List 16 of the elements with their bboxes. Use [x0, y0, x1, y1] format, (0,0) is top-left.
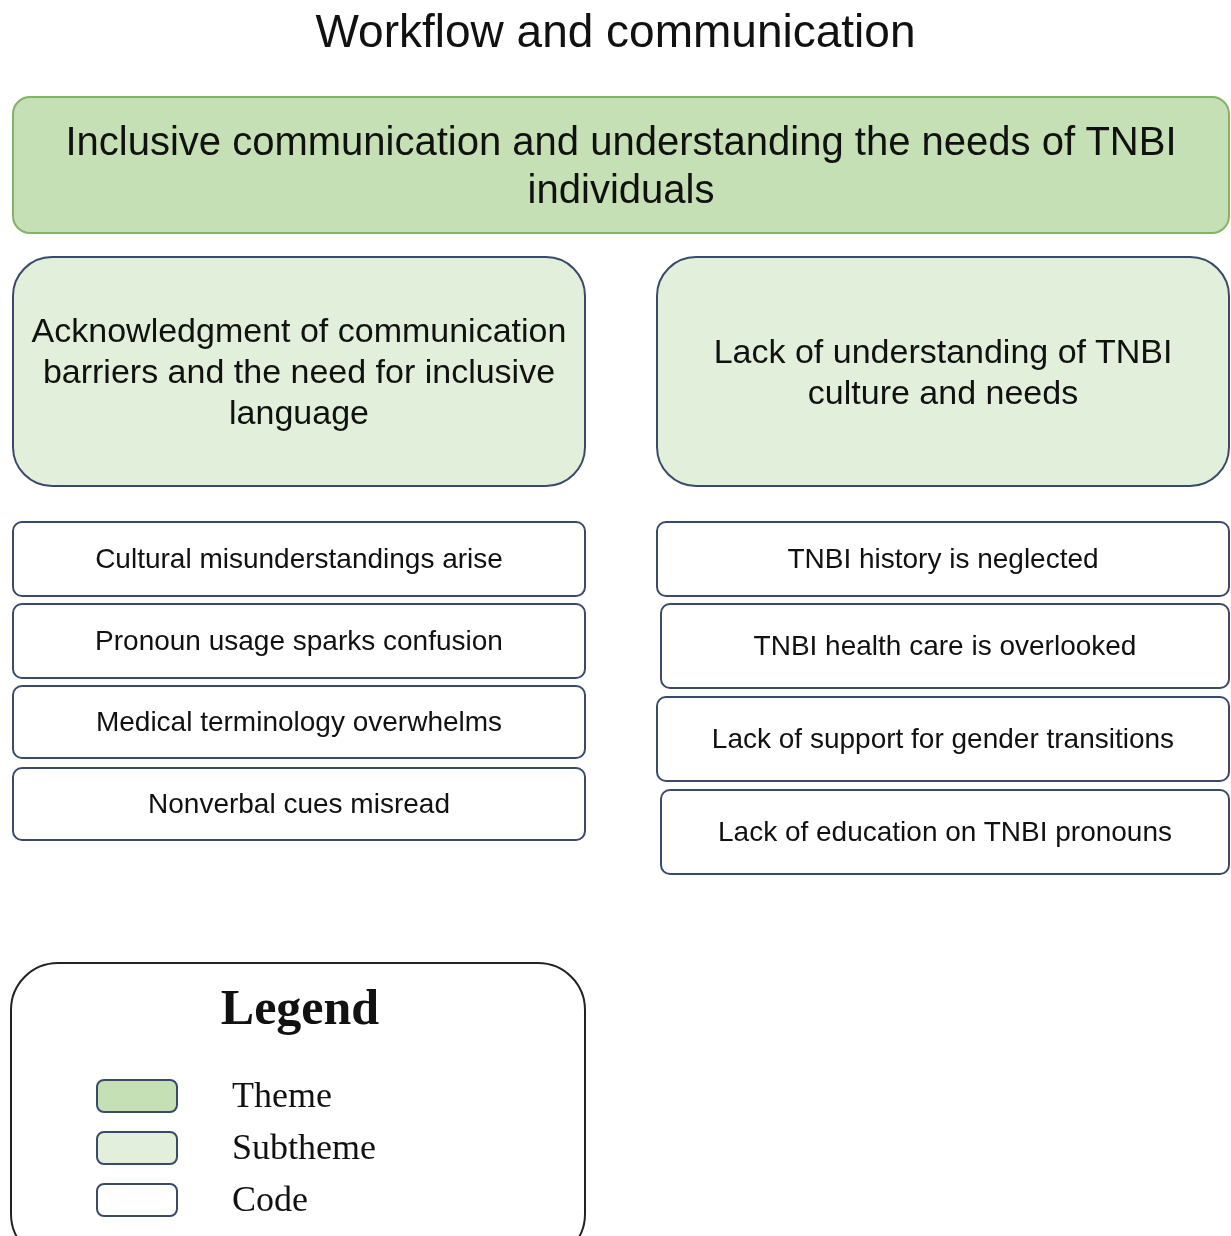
subtheme-box: Lack of understanding of TNBI culture and needs	[656, 256, 1230, 487]
code-box: Nonverbal cues misread	[12, 767, 586, 841]
legend-label: Theme	[232, 1075, 332, 1115]
subtheme-box: Acknowledgment of communication barriers and the need for inclusive language	[12, 256, 586, 487]
code-box: Medical terminology overwhelms	[12, 685, 586, 759]
code-box: TNBI health care is overlooked	[660, 603, 1230, 689]
code-box: Pronoun usage sparks confusion	[12, 603, 586, 679]
code-box: Cultural misunderstandings arise	[12, 521, 586, 597]
code-box: TNBI history is neglected	[656, 521, 1230, 597]
legend-label: Code	[232, 1179, 308, 1219]
code-box: Lack of education on TNBI pronouns	[660, 789, 1230, 875]
legend-label: Subtheme	[232, 1127, 376, 1167]
diagram-title: Workflow and communication	[314, 4, 917, 58]
code-box: Lack of support for gender transitions	[656, 696, 1230, 782]
legend-heading: Legend	[219, 978, 381, 1036]
theme-box: Inclusive communication and understanding the needs of TNBI individuals	[12, 96, 1230, 234]
